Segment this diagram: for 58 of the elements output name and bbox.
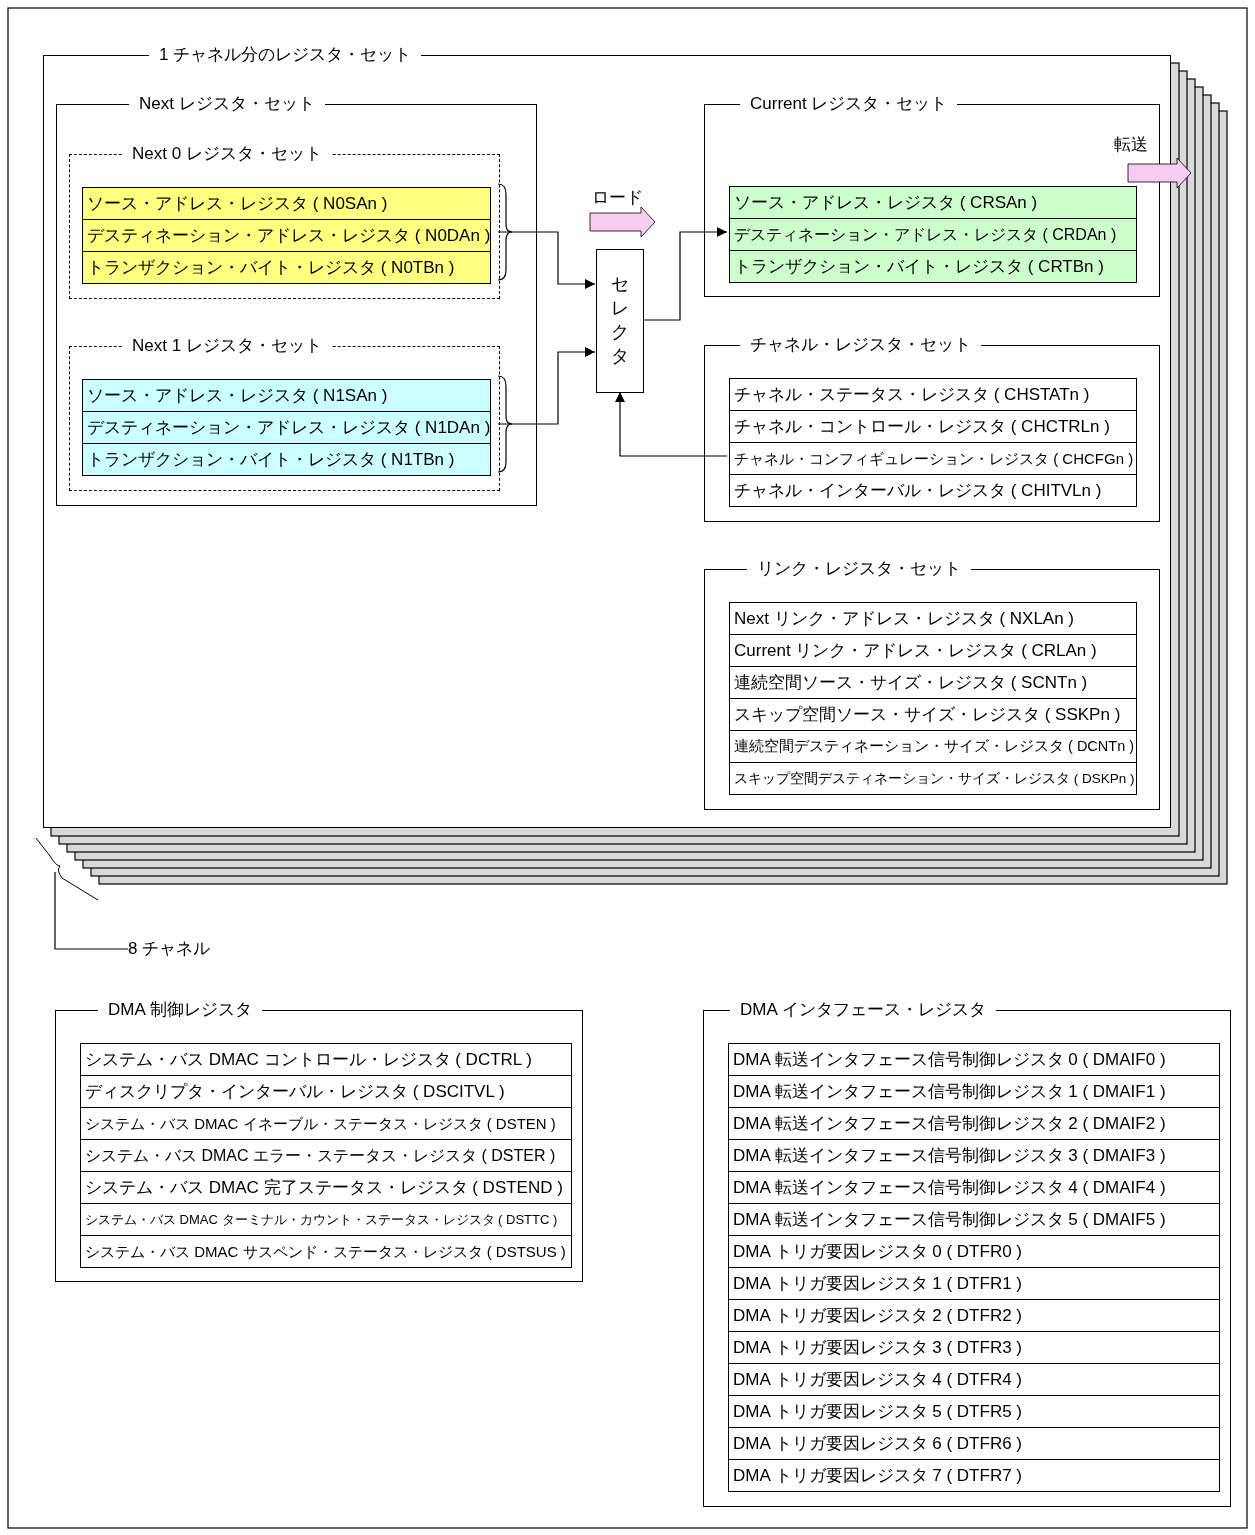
register-row: ディスクリプタ・インターバル・レジスタ ( DSCITVL ) [80, 1075, 572, 1108]
register-row: システム・バス DMAC 完了ステータス・レジスタ ( DSTEND ) [80, 1171, 572, 1204]
register-row: DMA トリガ要因レジスタ 7 ( DTFR7 ) [728, 1459, 1220, 1492]
register-row: スキップ空間デスティネーション・サイズ・レジスタ ( DSKPn ) [729, 762, 1137, 795]
register-row: DMA トリガ要因レジスタ 5 ( DTFR5 ) [728, 1395, 1220, 1428]
group-heading: Next 1 レジスタ・セット [122, 335, 332, 357]
register-row: チャネル・コントロール・レジスタ ( CHCTRLn ) [729, 410, 1137, 443]
register-row: DMA 転送インタフェース信号制御レジスタ 1 ( DMAIF1 ) [728, 1075, 1220, 1108]
register-row: DMA トリガ要因レジスタ 0 ( DTFR0 ) [728, 1235, 1220, 1268]
register-row: DMA トリガ要因レジスタ 2 ( DTFR2 ) [728, 1299, 1220, 1332]
arrow [497, 231, 596, 289]
register-row: システム・バス DMAC イネーブル・ステータス・レジスタ ( DSTEN ) [80, 1107, 572, 1140]
arrow [615, 391, 728, 457]
register-row: チャネル・インターバル・レジスタ ( CHITVLn ) [729, 474, 1137, 507]
register-row: DMA トリガ要因レジスタ 4 ( DTFR4 ) [728, 1363, 1220, 1396]
register-row: DMA トリガ要因レジスタ 3 ( DTFR3 ) [728, 1331, 1220, 1364]
register-row: トランザクション・バイト・レジスタ ( N1TBn ) [82, 443, 491, 476]
register-row: 連続空間ソース・サイズ・レジスタ ( SCNTn ) [729, 666, 1137, 699]
register-row: トランザクション・バイト・レジスタ ( CRTBn ) [729, 250, 1137, 283]
group-heading: Next 0 レジスタ・セット [122, 143, 332, 165]
register-row: ソース・アドレス・レジスタ ( N0SAn ) [82, 187, 491, 220]
group-heading: リンク・レジスタ・セット [747, 558, 971, 580]
register-row: DMA 転送インタフェース信号制御レジスタ 3 ( DMAIF3 ) [728, 1139, 1220, 1172]
register-row: デスティネーション・アドレス・レジスタ ( N1DAn ) [82, 411, 491, 444]
register-row: デスティネーション・アドレス・レジスタ ( CRDAn ) [729, 218, 1137, 251]
group-heading: Current レジスタ・セット [740, 93, 958, 115]
register-row: Current リンク・アドレス・レジスタ ( CRLAn ) [729, 634, 1137, 667]
register-row: DMA 転送インタフェース信号制御レジスタ 0 ( DMAIF0 ) [728, 1043, 1220, 1076]
register-row: チャネル・コンフィギュレーション・レジスタ ( CHCFGn ) [729, 442, 1137, 475]
arrow-label: 転送 [1114, 134, 1148, 156]
register-row: スキップ空間ソース・サイズ・レジスタ ( SSKPn ) [729, 698, 1137, 731]
register-row: ソース・アドレス・レジスタ ( CRSAn ) [729, 186, 1137, 219]
register-row: Next リンク・アドレス・レジスタ ( NXLAn ) [729, 602, 1137, 635]
register-row: システム・バス DMAC コントロール・レジスタ ( DCTRL ) [80, 1043, 572, 1076]
register-row: システム・バス DMAC ターミナル・カウント・ステータス・レジスタ ( DSTTC ) [80, 1203, 572, 1236]
register-row: トランザクション・バイト・レジスタ ( N0TBn ) [82, 251, 491, 284]
group-heading: チャネル・レジスタ・セット [740, 334, 981, 356]
register-row: チャネル・ステータス・レジスタ ( CHSTATn ) [729, 378, 1137, 411]
arrow [497, 347, 596, 425]
register-row: システム・バス DMAC サスペンド・ステータス・レジスタ ( DSTSUS ) [80, 1235, 572, 1268]
register-row: DMA トリガ要因レジスタ 1 ( DTFR1 ) [728, 1267, 1220, 1300]
register-row: ソース・アドレス・レジスタ ( N1SAn ) [82, 379, 491, 412]
register-row: DMA 転送インタフェース信号制御レジスタ 5 ( DMAIF5 ) [728, 1203, 1220, 1236]
selector-box: セレクタ [596, 249, 644, 393]
register-row: システム・バス DMAC エラー・ステータス・レジスタ ( DSTER ) [80, 1139, 572, 1172]
leader-line [54, 871, 129, 950]
group-heading: DMA インタフェース・レジスタ [730, 999, 996, 1021]
register-row: DMA トリガ要因レジスタ 6 ( DTFR6 ) [728, 1427, 1220, 1460]
group-heading: Next レジスタ・セット [129, 93, 325, 115]
register-row: 連続空間デスティネーション・サイズ・レジスタ ( DCNTn ) [729, 730, 1137, 763]
register-row: DMA 転送インタフェース信号制御レジスタ 4 ( DMAIF4 ) [728, 1171, 1220, 1204]
arrow-label: ロード [592, 187, 643, 209]
register-row: デスティネーション・アドレス・レジスタ ( N0DAn ) [82, 219, 491, 252]
register-row: DMA 転送インタフェース信号制御レジスタ 2 ( DMAIF2 ) [728, 1107, 1220, 1140]
arrow [642, 227, 728, 321]
channel-count-label: 8 チャネル [128, 937, 211, 961]
group-heading: 1 チャネル分のレジスタ・セット [149, 44, 422, 66]
group-heading: DMA 制御レジスタ [98, 999, 262, 1021]
